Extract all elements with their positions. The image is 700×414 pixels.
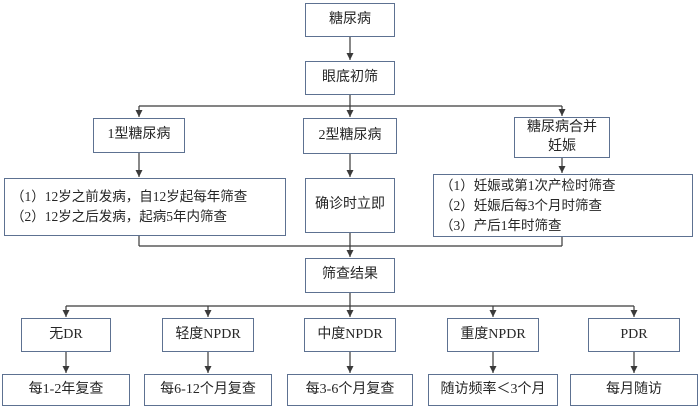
node-type3-screening-detail: （1）妊娠或第1次产检时筛查 （2）妊娠后每3个月时筛查 （3）产后1年时筛查: [433, 174, 693, 237]
pdr-action-label: 每月随访: [606, 381, 662, 397]
moderate-npdr-action-label: 每3-6个月复查: [305, 381, 395, 397]
node-mild-npdr-action: 每6-12个月复查: [144, 374, 272, 406]
node-pdr: PDR: [588, 318, 680, 352]
severe-npdr-label: 重度NPDR: [460, 326, 526, 342]
type1-detail-line2: （2）12岁之后发病，起病5年内筛查: [11, 209, 227, 224]
type3-detail-line3: （3）产后1年时筛查: [440, 217, 562, 233]
node-fundus-screening: 眼底初筛: [305, 61, 395, 95]
node-type1-diabetes: 1型糖尿病: [93, 118, 185, 153]
no-dr-label: 无DR: [49, 326, 83, 342]
mild-npdr-action-label: 每6-12个月复查: [160, 381, 256, 397]
node-no-dr-action: 每1-2年复查: [2, 374, 130, 406]
node-diabetes-with-pregnancy: 糖尿病合并 妊娠: [514, 117, 610, 158]
node-type1-screening-detail: （1）12岁之前发病，自12岁起每年筛查 （2）12岁之后发病，起病5年内筛查: [4, 178, 286, 236]
pdr-label: PDR: [620, 326, 648, 342]
node-severe-npdr-action: 随访频率＜3个月: [428, 374, 558, 406]
node-moderate-npdr-action: 每3-6个月复查: [287, 374, 413, 406]
node-diabetes-label: 糖尿病: [329, 11, 371, 27]
type3-detail-line1: （1）妊娠或第1次产检时筛查: [440, 177, 616, 193]
node-moderate-npdr: 中度NPDR: [304, 318, 396, 352]
node-diabetes: 糖尿病: [305, 3, 395, 37]
no-dr-action-label: 每1-2年复查: [28, 381, 104, 397]
type1-detail-line1: （1）12岁之前发病，自12岁起每年筛查: [11, 189, 248, 204]
mild-npdr-label: 轻度NPDR: [175, 326, 241, 342]
node-type3-label-line2: 妊娠: [548, 138, 576, 154]
node-type1-label: 1型糖尿病: [107, 127, 171, 143]
node-screening-result: 筛查结果: [305, 258, 395, 293]
moderate-npdr-label: 中度NPDR: [317, 326, 383, 342]
node-type2-diabetes: 2型糖尿病: [303, 118, 397, 154]
severe-npdr-action-label: 随访频率＜3个月: [440, 381, 546, 397]
node-pdr-action: 每月随访: [570, 374, 698, 406]
node-no-dr: 无DR: [21, 318, 111, 352]
node-type2-label: 2型糖尿病: [318, 127, 382, 143]
type3-detail-line2: （2）妊娠后每3个月时筛查: [440, 197, 602, 213]
node-fundus-screening-label: 眼底初筛: [322, 69, 378, 85]
connector-fundus-branch: [139, 95, 562, 107]
node-type2-screening-detail: 确诊时立即: [305, 178, 395, 233]
type2-detail-label: 确诊时立即: [315, 197, 385, 213]
connector-result-branch: [66, 293, 634, 307]
screening-result-label: 筛查结果: [322, 267, 378, 283]
node-mild-npdr: 轻度NPDR: [162, 318, 254, 352]
node-severe-npdr: 重度NPDR: [447, 318, 539, 352]
node-type3-label-line1: 糖尿病合并: [527, 120, 597, 136]
